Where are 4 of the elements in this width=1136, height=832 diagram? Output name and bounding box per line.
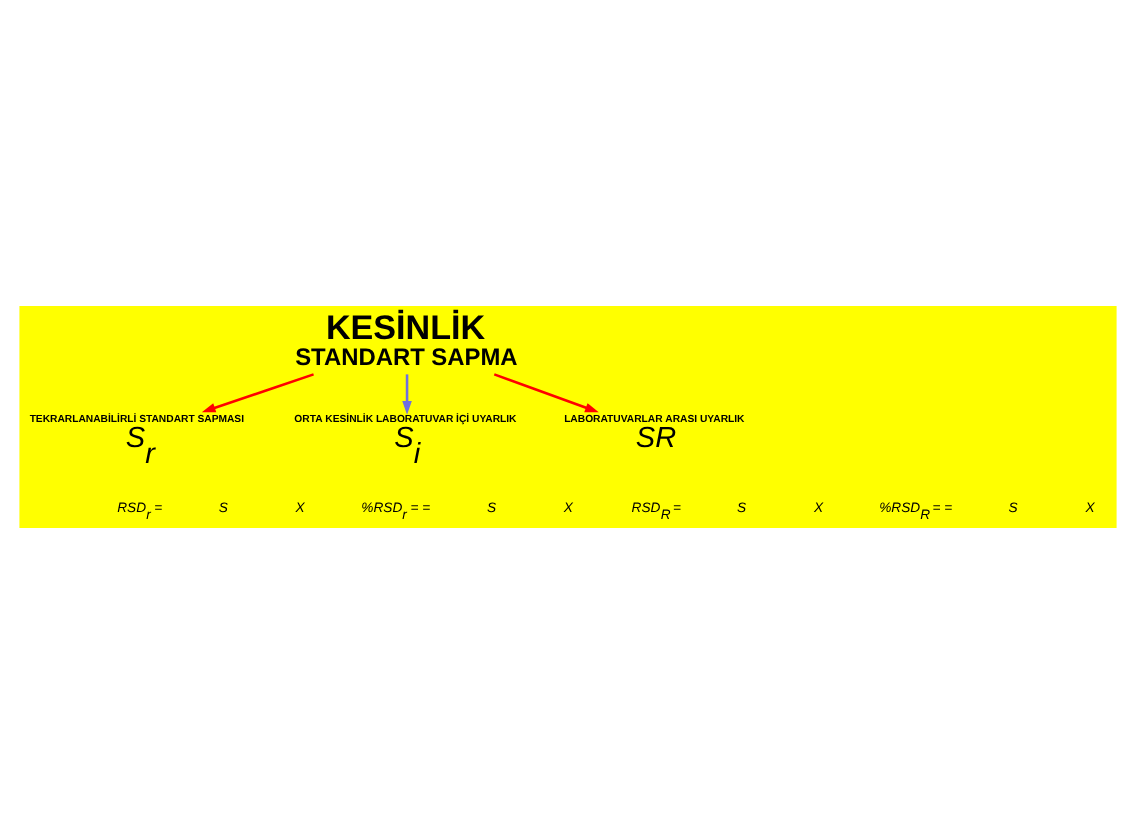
node-text: KESİNLİK STANDART SAPMA	[295, 308, 518, 371]
arrow	[402, 373, 412, 414]
arrow	[493, 372, 599, 412]
arrow	[201, 372, 314, 412]
